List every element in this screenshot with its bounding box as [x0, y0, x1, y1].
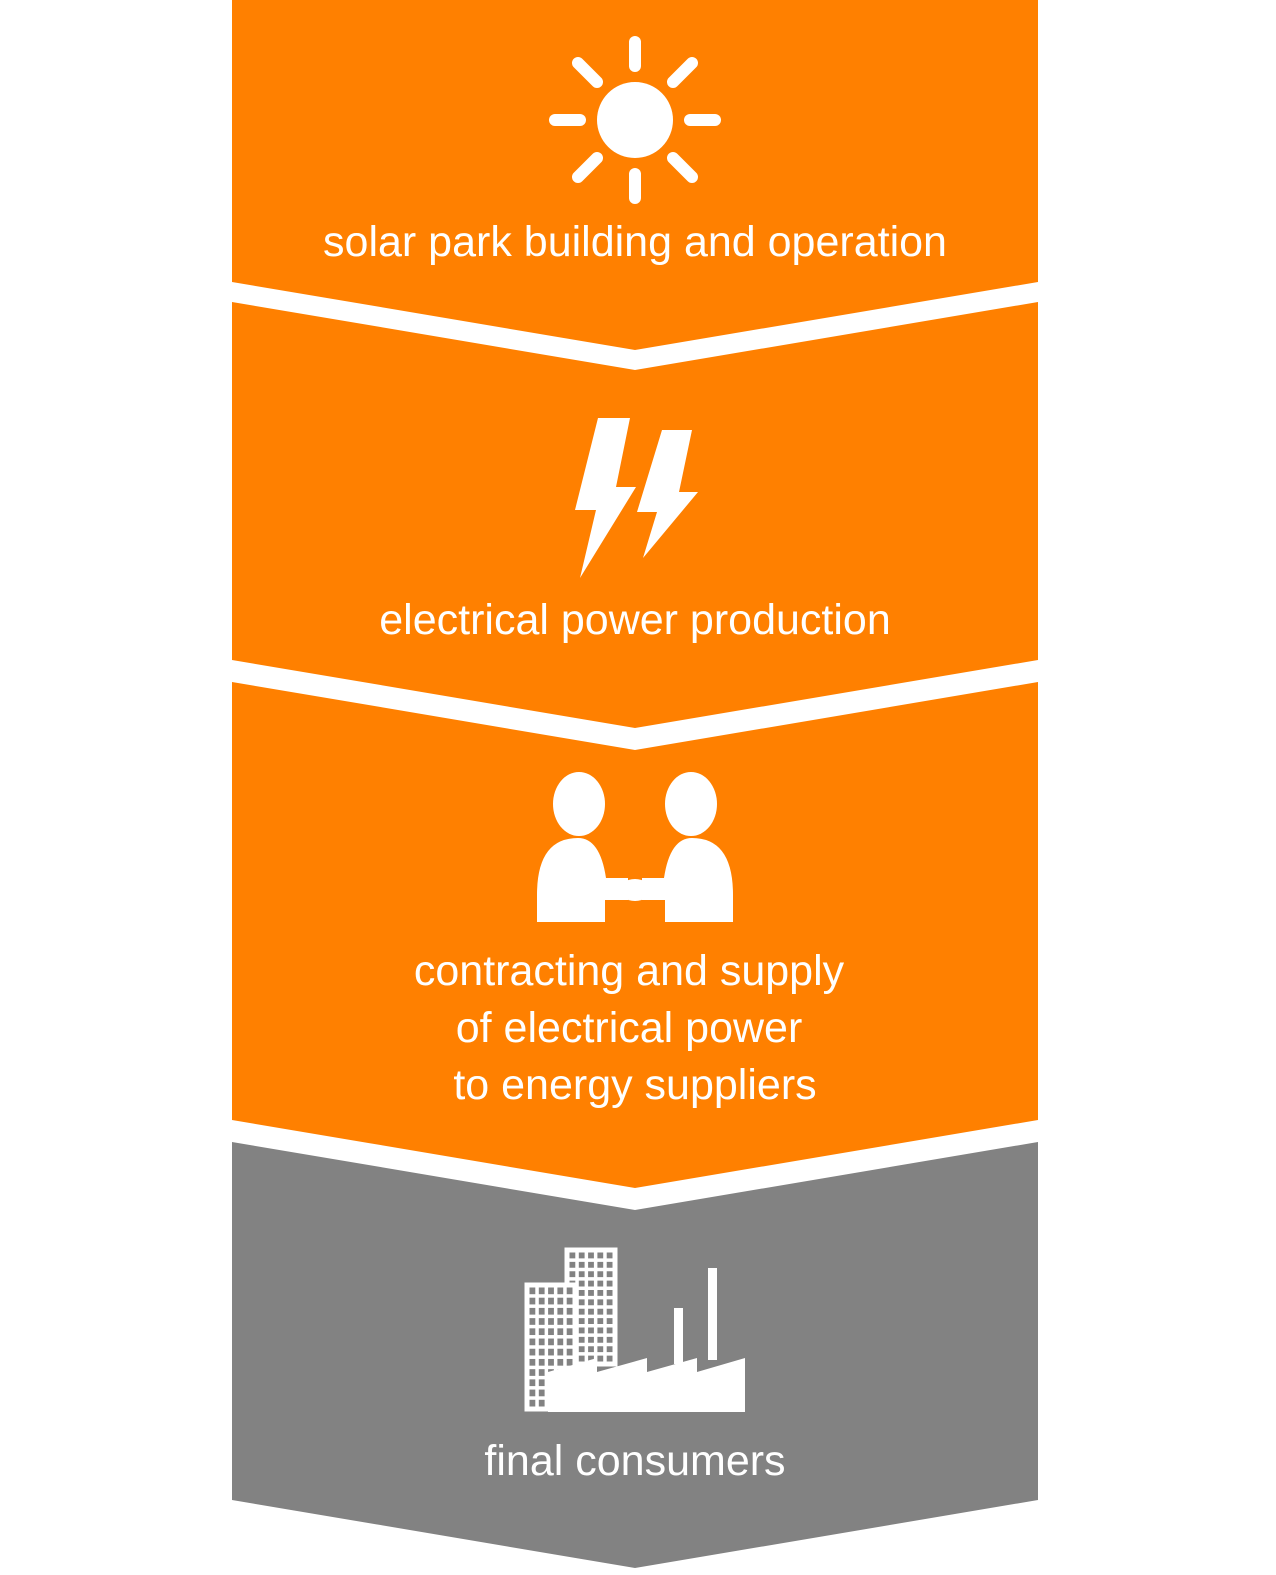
lightning-icon [575, 418, 698, 578]
sun-icon [549, 36, 721, 204]
step-1-label: solar park building and operation [323, 218, 947, 266]
city-factory-icon [524, 1247, 745, 1412]
step-final-consumers: final consumers [232, 1142, 1038, 1568]
chimney-tall [708, 1268, 717, 1360]
handshake-icon [537, 772, 733, 922]
building-tall [564, 1247, 618, 1367]
step-contracting-supply: contracting and supply of electrical pow… [232, 682, 1038, 1188]
step-solar-park: solar park building and operation [232, 0, 1038, 350]
step-power-production: electrical power production [232, 302, 1038, 728]
step-4-chevron [232, 1142, 1038, 1568]
step-2-label: electrical power production [379, 596, 891, 644]
step-3-chevron [232, 682, 1038, 1188]
step-2-chevron [232, 302, 1038, 728]
step-3-label: contracting and supply of electrical pow… [414, 947, 856, 1109]
factory [548, 1358, 745, 1412]
chimney-short [674, 1308, 683, 1364]
step-4-label: final consumers [484, 1437, 785, 1485]
